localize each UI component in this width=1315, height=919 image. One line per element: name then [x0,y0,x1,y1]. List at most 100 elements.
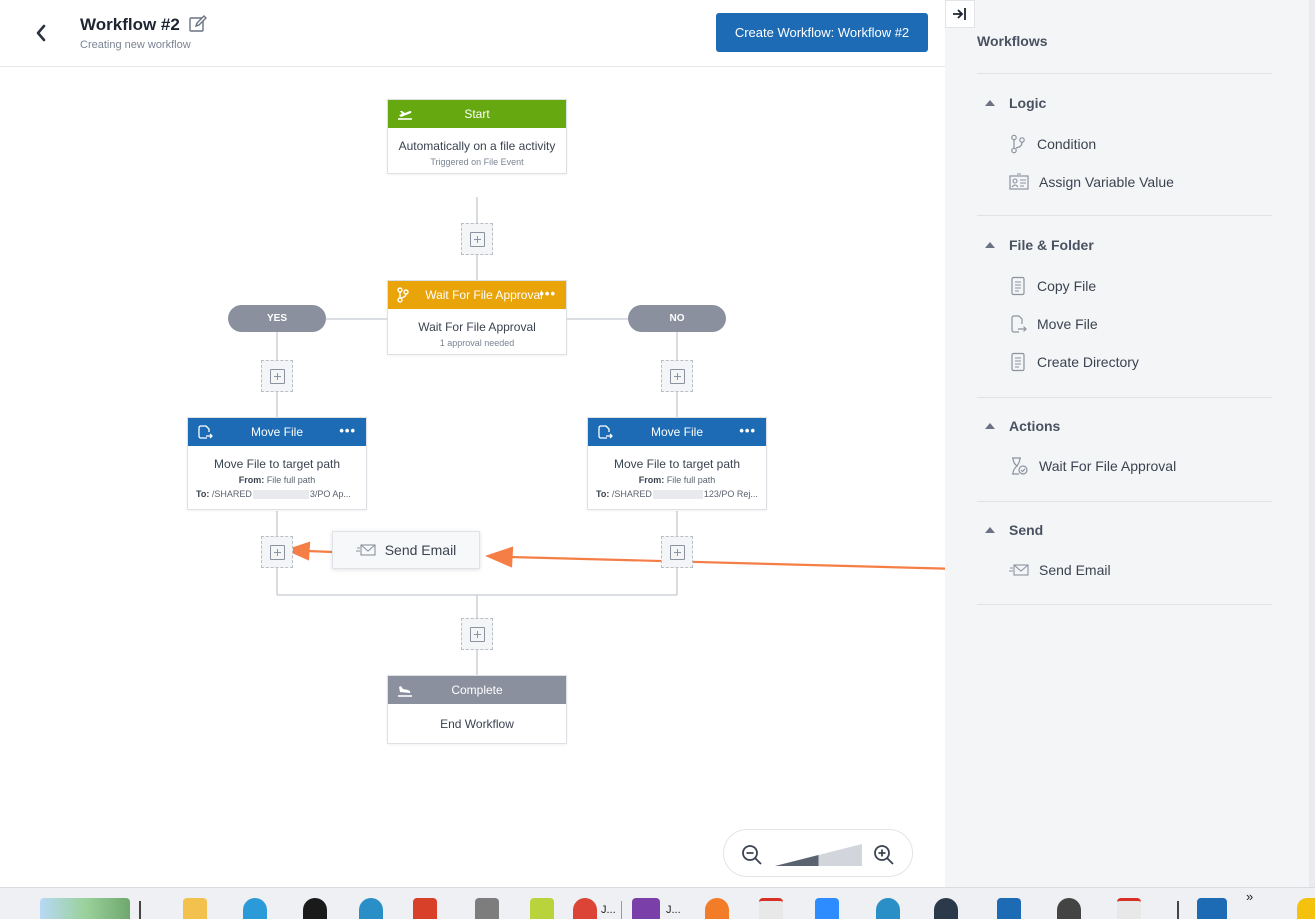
panel-item-copy-file[interactable]: Copy File [1009,274,1096,298]
pdf-reader-icon[interactable] [1117,898,1141,919]
more-options-icon[interactable]: ••• [339,423,356,438]
lock-app-icon[interactable] [303,898,327,919]
app-icon[interactable] [475,898,499,919]
edit-icon[interactable] [188,14,208,34]
divider [977,215,1272,216]
panel-item-send-email[interactable]: Send Email [1009,558,1111,582]
move-file-from: From: File full path [238,475,316,485]
move-file-icon [598,425,613,439]
section-send[interactable]: Send [985,522,1043,538]
page-subtitle: Creating new workflow [80,39,191,51]
move-file-description: Move File to target path [613,457,741,471]
firefox-icon[interactable] [705,898,729,919]
chrome-browser-icon[interactable] [573,898,597,919]
zoom-app-icon[interactable] [815,898,839,919]
zoom-out-icon[interactable] [740,843,764,867]
page-title: Workflow #2 [80,15,180,34]
gear-icon[interactable] [1057,898,1081,919]
office-icon[interactable] [413,898,437,919]
panel-item-move-file[interactable]: Move File [1009,312,1098,336]
more-options-icon[interactable]: ••• [739,423,756,438]
start-node[interactable]: Start Automatically on a file activity T… [387,99,567,174]
workflow-canvas: Start Automatically on a file activity T… [0,67,945,887]
add-step-button[interactable] [461,223,493,255]
move-file-node-header: Move File ••• [588,418,766,446]
taskbar-label: J... [666,904,681,916]
edge-browser-icon[interactable] [243,898,267,919]
complete-node-header: Complete [388,676,566,704]
more-icons-chevron-icon[interactable]: » [1246,889,1254,904]
plus-square-icon [269,544,285,560]
filezilla-icon[interactable] [997,898,1021,919]
panel-item-create-directory[interactable]: Create Directory [1009,350,1139,374]
create-directory-icon [1011,352,1025,372]
zoom-slider[interactable] [775,842,862,866]
add-step-button-after-yes[interactable] [261,536,293,568]
collapse-right-icon [953,8,966,20]
divider [977,397,1272,398]
onenote-icon[interactable] [632,898,660,919]
move-file-from: From: File full path [638,475,716,485]
vpn-icon[interactable] [934,898,958,919]
approval-node-description: Wait For File Approval [418,320,536,334]
os-taskbar: J... J... » [0,887,1315,919]
back-button[interactable] [28,20,54,46]
add-step-button-before-complete[interactable] [461,618,493,650]
app-icon[interactable] [530,898,554,919]
panel-item-condition[interactable]: Condition [1009,132,1096,156]
move-file-icon [1011,315,1027,333]
approval-node-header: Wait For File Approval ••• [388,281,566,309]
chevron-left-icon [36,24,46,42]
add-step-button-after-no[interactable] [661,536,693,568]
copy-file-icon [1011,276,1025,296]
filezilla-icon[interactable] [1197,898,1227,919]
app-icon[interactable] [876,898,900,919]
panel-item-wait-for-approval[interactable]: Wait For File Approval [1009,454,1176,478]
email-icon [1009,564,1029,576]
move-file-icon [198,425,213,439]
section-file-folder[interactable]: File & Folder [985,237,1094,253]
plus-square-icon [269,368,285,384]
section-logic[interactable]: Logic [985,95,1046,111]
taskbar-separator [139,901,141,919]
move-file-node-no[interactable]: Move File ••• Move File to target path F… [587,417,767,510]
move-file-node-title: Move File [250,425,303,439]
dragging-send-email-item[interactable]: Send Email [332,531,480,569]
complete-node[interactable]: Complete End Workflow [387,675,567,744]
weather-widget-icon[interactable] [40,898,130,919]
more-options-icon[interactable]: ••• [539,286,556,301]
approval-node-count: 1 approval needed [439,338,515,348]
plane-takeoff-icon [398,111,412,120]
gmail-icon[interactable] [759,898,783,919]
collapse-triangle-icon [985,242,995,248]
add-step-button-no[interactable] [661,360,693,392]
add-step-button-yes[interactable] [261,360,293,392]
plane-landing-icon [398,686,412,697]
complete-node-title: Complete [451,683,503,697]
email-icon [355,544,376,556]
panel-scrollbar[interactable] [1309,0,1315,887]
start-node-header: Start [388,100,566,128]
approval-node[interactable]: Wait For File Approval ••• Wait For File… [387,280,567,355]
zoom-control [723,829,913,877]
start-node-description: Automatically on a file activity [398,139,556,153]
notification-icon[interactable] [1297,898,1315,919]
file-explorer-icon[interactable] [183,898,207,919]
panel-item-assign-variable[interactable]: Assign Variable Value [1009,170,1174,194]
taskbar-separator [1177,901,1179,919]
drag-item-label: Send Email [384,542,457,558]
branch-icon [397,287,409,303]
condition-icon [1011,134,1025,154]
zoom-in-icon[interactable] [872,843,896,867]
move-file-description: Move File to target path [213,457,341,471]
move-file-node-yes[interactable]: Move File ••• Move File to target path F… [187,417,367,510]
connector-lines [276,197,945,675]
collapse-triangle-icon [985,423,995,429]
app-icon[interactable] [359,898,383,919]
divider [977,501,1272,502]
start-node-title: Start [464,107,490,121]
section-actions[interactable]: Actions [985,418,1060,434]
collapse-panel-button[interactable] [945,0,975,28]
create-workflow-button[interactable]: Create Workflow: Workflow #2 [716,13,928,52]
